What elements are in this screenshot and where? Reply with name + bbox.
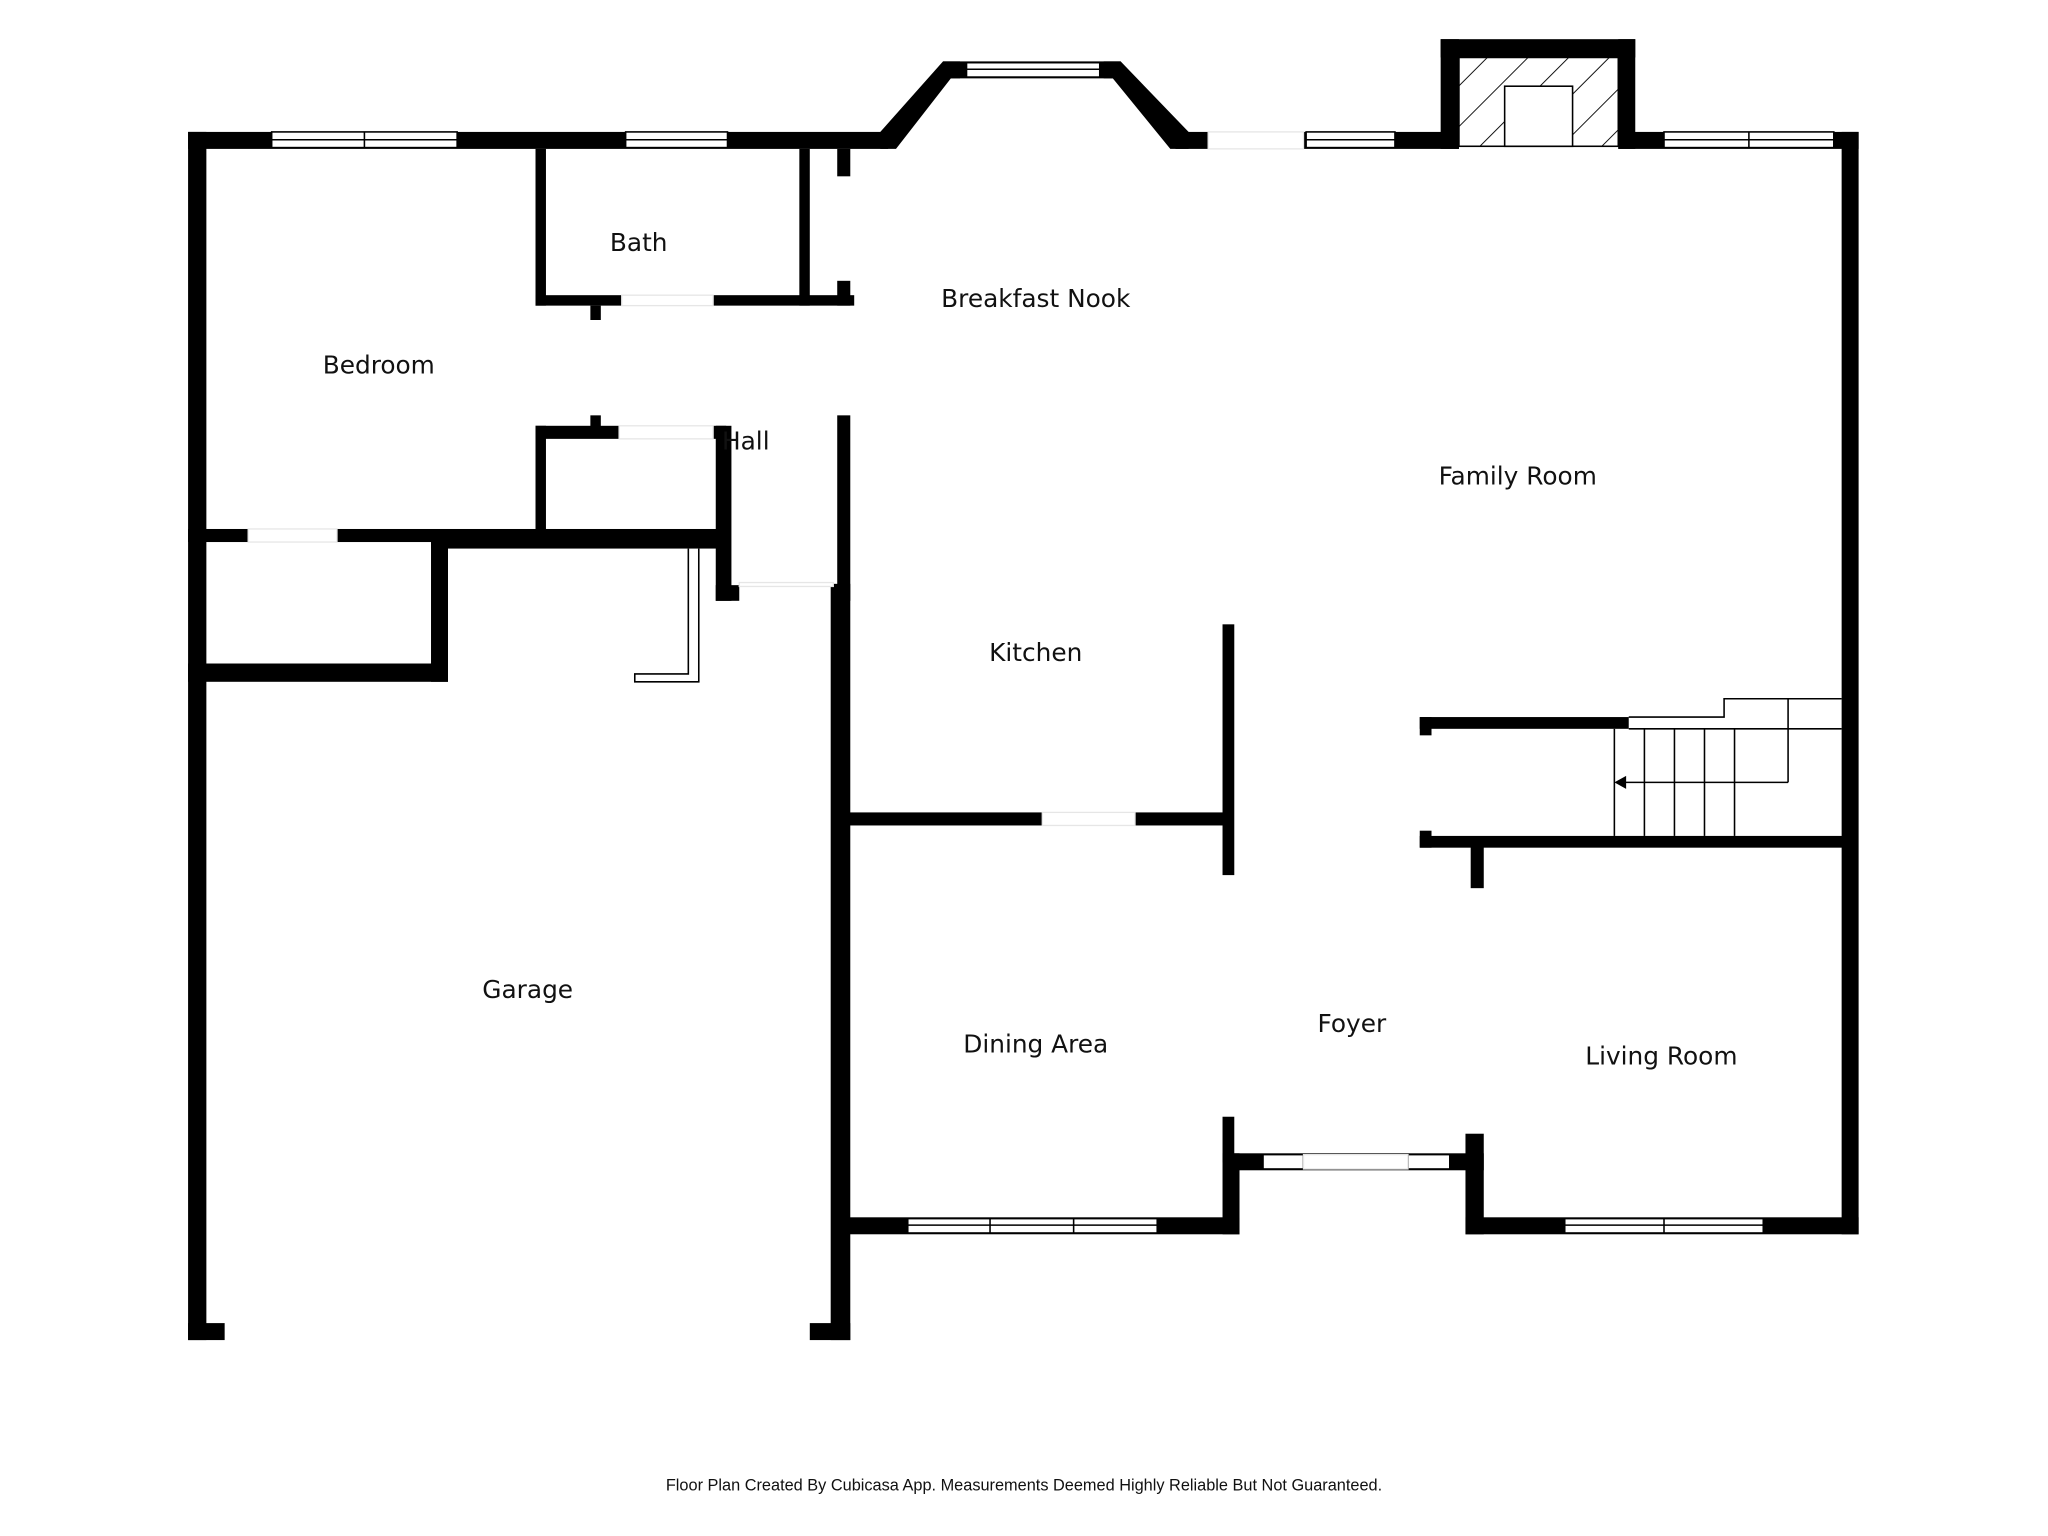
room-label-breakfast-nook: Breakfast Nook (941, 284, 1131, 313)
room-label-bath: Bath (610, 228, 668, 257)
room-label-bedroom: Bedroom (323, 351, 435, 380)
walls (188, 39, 1859, 1341)
room-label-foyer: Foyer (1317, 1009, 1386, 1038)
arrow-left-icon (1614, 775, 1627, 789)
room-label-kitchen: Kitchen (989, 638, 1082, 667)
staircase (1613, 697, 1842, 836)
doors (247, 131, 1305, 827)
disclaimer-footer: Floor Plan Created By Cubicasa App. Meas… (666, 1476, 1382, 1494)
garage-feature (633, 548, 700, 683)
room-labels: Bath Breakfast Nook Bedroom Hall Family … (323, 228, 1738, 1071)
room-label-hall: Hall (722, 426, 770, 455)
room-label-dining-area: Dining Area (963, 1030, 1108, 1059)
room-label-family-room: Family Room (1439, 462, 1597, 491)
room-label-living-room: Living Room (1585, 1041, 1737, 1070)
windows (270, 61, 1835, 1234)
room-label-garage: Garage (482, 975, 573, 1004)
